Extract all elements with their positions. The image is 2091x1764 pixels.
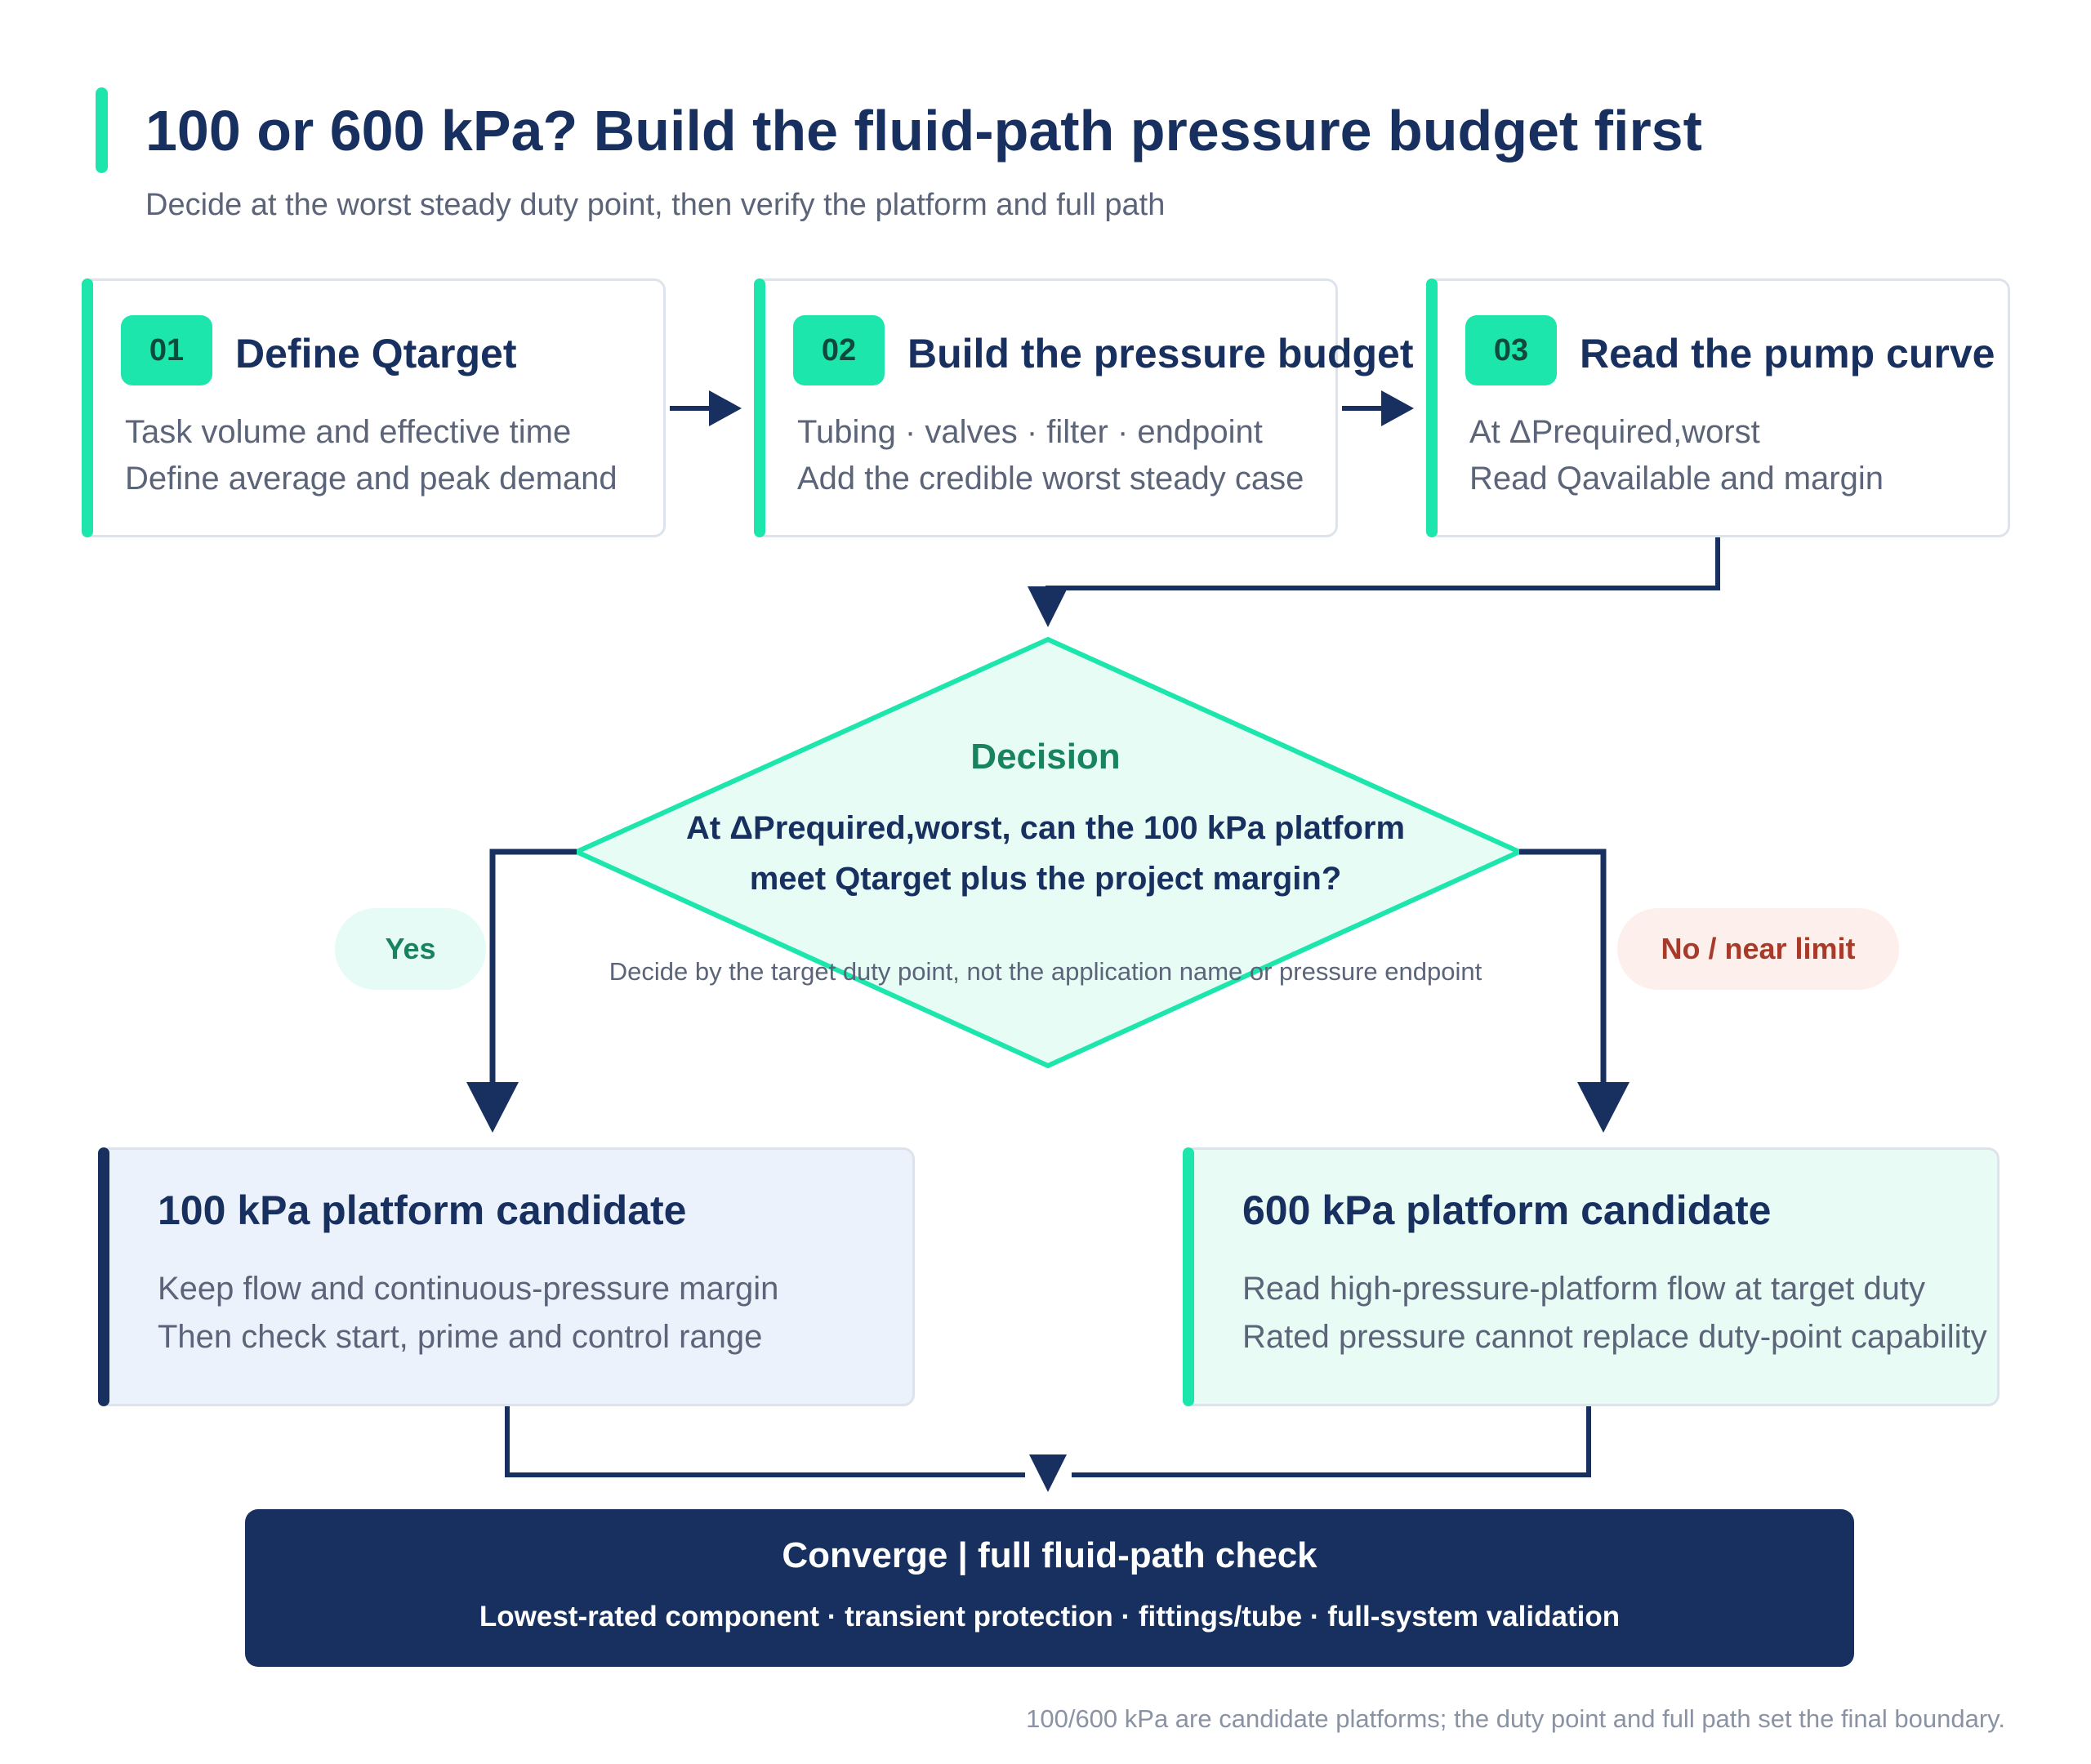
no-branch-arrowhead	[1577, 1082, 1630, 1133]
step-title: Build the pressure budget	[907, 331, 1414, 376]
step-line: Tubing · valves · filter · endpoint	[797, 414, 1263, 450]
step-title: Read the pump curve	[1580, 331, 1995, 376]
connector-step3-to-decision-head	[1028, 586, 1068, 627]
candidate-600kpa-card: 600 kPa platform candidate Read high-pre…	[1183, 1147, 2000, 1406]
candidate-line: Then check start, prime and control rang…	[158, 1319, 763, 1355]
arrow-step1-to-step2-head	[709, 390, 742, 426]
no-branch-label: No / near limit	[1617, 908, 1899, 990]
step-card-03: 03 Read the pump curve At ΔPrequired,wor…	[1426, 278, 2010, 537]
step-card-accent	[1426, 278, 1438, 537]
candidate-card-accent	[1183, 1147, 1194, 1406]
decision-note: Decide by the target duty point, not the…	[609, 957, 1482, 986]
converge-box: Converge | full fluid-path check Lowest-…	[245, 1509, 1854, 1667]
page-title: 100 or 600 kPa? Build the fluid-path pre…	[145, 99, 1702, 163]
candidate-title: 600 kPa platform candidate	[1242, 1187, 1772, 1233]
decision-diamond	[570, 636, 1526, 1069]
candidate-card-accent	[98, 1147, 109, 1406]
decision-question: At ΔPrequired,worst, can the 100 kPa pla…	[555, 803, 1536, 904]
candidate-title: 100 kPa platform candidate	[158, 1187, 687, 1233]
step-line: Add the credible worst steady case	[797, 461, 1304, 497]
merge-left-line	[505, 1406, 1025, 1477]
footnote: 100/600 kPa are candidate platforms; the…	[1026, 1704, 2005, 1733]
step-line: At ΔPrequired,worst	[1469, 414, 1760, 450]
step-line: Task volume and effective time	[125, 414, 572, 450]
no-branch-line	[1519, 849, 1607, 1086]
candidate-100kpa-card: 100 kPa platform candidate Keep flow and…	[98, 1147, 915, 1406]
candidate-line: Keep flow and continuous-pressure margin	[158, 1271, 779, 1307]
step-card-accent	[82, 278, 93, 537]
title-accent-bar	[96, 87, 108, 173]
page-subtitle: Decide at the worst steady duty point, t…	[145, 188, 1166, 222]
yes-branch-label: Yes	[335, 908, 486, 990]
merge-arrowhead	[1029, 1454, 1067, 1492]
decision-question-line-1: At ΔPrequired,worst, can the 100 kPa pla…	[685, 810, 1406, 846]
converge-title: Converge | full fluid-path check	[782, 1535, 1317, 1575]
converge-subtitle: Lowest-rated component · transient prote…	[479, 1601, 1621, 1633]
step-number-badge: 03	[1465, 315, 1557, 385]
step-card-02: 02 Build the pressure budget Tubing · va…	[754, 278, 1414, 537]
step-number-badge: 01	[121, 315, 212, 385]
decision-question-line-2: meet Qtarget plus the project margin?	[749, 861, 1342, 897]
step-line: Define average and peak demand	[125, 461, 617, 497]
arrow-step2-to-step3-head	[1381, 390, 1414, 426]
step-card-accent	[754, 278, 765, 537]
yes-branch-arrowhead	[466, 1082, 519, 1133]
step-card-01: 01 Define Qtarget Task volume and effect…	[82, 278, 666, 537]
connector-step3-to-decision	[1046, 537, 1720, 600]
candidate-line: Read high-pressure-platform flow at targ…	[1242, 1271, 1925, 1307]
yes-branch-line	[489, 849, 577, 1086]
step-title: Define Qtarget	[235, 331, 517, 376]
step-line: Read Qavailable and margin	[1469, 461, 1884, 497]
candidate-line: Rated pressure cannot replace duty-point…	[1242, 1319, 1987, 1355]
step-number-badge: 02	[793, 315, 885, 385]
merge-right-line	[1072, 1406, 1591, 1477]
decision-label: Decision	[970, 737, 1121, 777]
